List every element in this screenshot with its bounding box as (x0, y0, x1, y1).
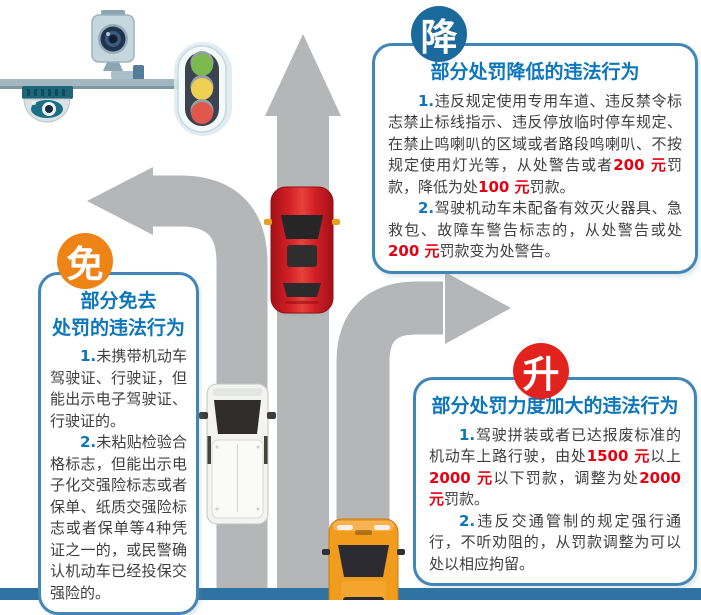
panel-reduced-penalties: 降 部分处罚降低的违法行为 1.违反规定使用专用车道、违反禁令标志禁止标线指示、… (372, 6, 698, 274)
panel-reduce-body: 1.违反规定使用专用车道、违反禁令标志禁止标线指示、违反停放临时停车规定、在禁止… (388, 91, 682, 261)
camera-pole (0, 65, 178, 89)
yellow-light (191, 78, 213, 100)
traffic-scene (0, 10, 701, 600)
white-van-icon (199, 383, 276, 525)
traffic-light-icon (174, 42, 232, 136)
panel-reduce-title: 部分处罚降低的违法行为 (430, 61, 640, 83)
left-arrow-road (87, 167, 268, 600)
red-light (191, 102, 213, 124)
up-arrow-road (265, 34, 341, 600)
panel-exempt-title: 部分免去 处罚的违法行为 (51, 290, 185, 339)
panel-exempt-penalties: 免 部分免去 处罚的违法行为 1.未携带机动车驾驶证、行驶证，但能出示电子驾驶证… (38, 233, 199, 615)
right-arrow-road (336, 272, 511, 600)
box-camera-icon (91, 10, 135, 71)
badge-exempt: 免 (57, 233, 113, 289)
green-light (191, 54, 213, 76)
panel-increase-body: 1.驾驶拼装或者已达报废标准的机动车上路行驶，由处1500 元以上2000 元以… (429, 425, 681, 573)
red-car-icon (264, 186, 340, 314)
panel-exempt-body: 1.未携带机动车驾驶证、行驶证，但能出示电子驾驶证、行驶证的。2.未粘贴检验合格… (50, 347, 187, 602)
badge-reduce: 降 (411, 6, 467, 62)
yellow-car-icon (322, 518, 405, 600)
badge-increase: 升 (513, 343, 569, 399)
panel-increase-title: 部分处罚力度加大的违法行为 (431, 395, 679, 417)
dome-camera-icon (22, 86, 73, 123)
panel-increased-penalties: 升 部分处罚力度加大的违法行为 1.驾驶拼装或者已达报废标准的机动车上路行驶，由… (413, 343, 697, 587)
